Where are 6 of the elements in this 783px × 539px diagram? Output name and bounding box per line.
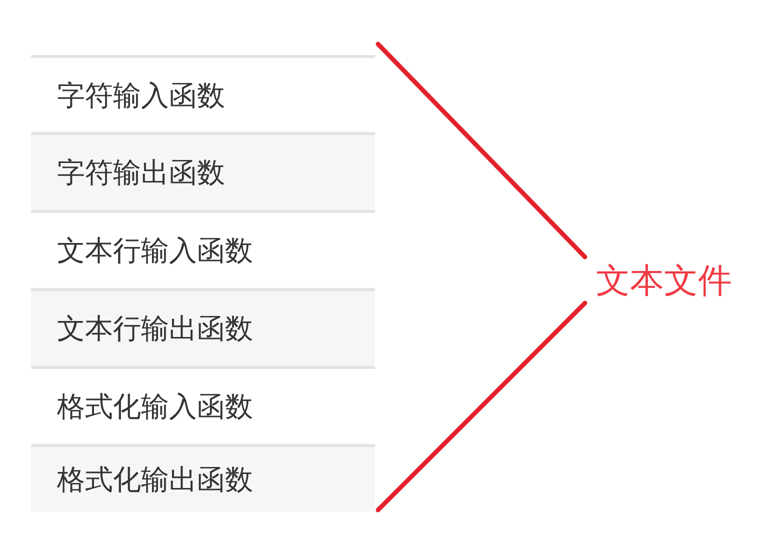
connector-line — [376, 300, 588, 512]
connector-line — [376, 42, 588, 260]
table-row: 字符输出函数 — [31, 132, 375, 211]
group-label: 文本文件 — [596, 258, 732, 302]
table-row: 文本行输出函数 — [31, 288, 375, 366]
table-row: 格式化输出函数 — [31, 444, 375, 512]
